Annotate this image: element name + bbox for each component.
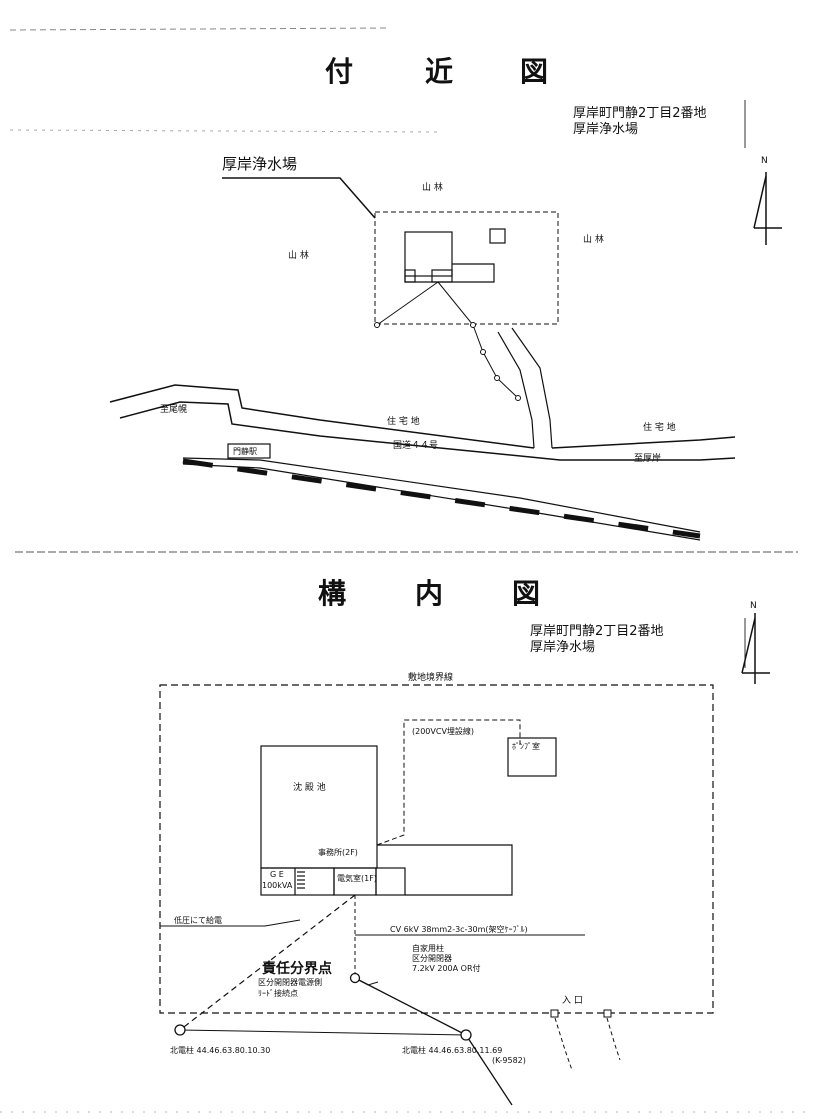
north-label-bottom: N: [750, 601, 757, 611]
pole-label-line2: 区分開閉器: [412, 954, 452, 963]
responsibility-point-label: 責任分界点: [262, 961, 332, 977]
site-boundary: [159, 684, 714, 1014]
buried-cable-label: (200VCV埋設線): [412, 727, 475, 736]
north-arrow-top-icon: [753, 172, 782, 245]
feeder-down: [465, 1034, 513, 1106]
north-arrow-bottom-icon: [741, 613, 770, 684]
bottom-title-char-3: 図: [512, 577, 541, 610]
route-44: [109, 384, 736, 461]
buried-cable-line: [376, 719, 521, 846]
facility-label: 厚岸浄水場: [222, 155, 298, 173]
main-building: [260, 745, 513, 896]
residential-label-center: 住 宅 地: [387, 417, 420, 427]
bottom-address-line1: 厚岸町門静2丁目2番地: [530, 624, 664, 639]
station-label: 門静駅: [233, 447, 257, 456]
top-address-line2: 厚岸浄水場: [573, 122, 639, 137]
top-title-char-1: 付: [325, 55, 354, 88]
forest-label-left: 山 林: [288, 251, 309, 261]
residential-label-right: 住 宅 地: [643, 423, 676, 433]
north-label-top: N: [761, 156, 768, 166]
dashed-feeder-left: [179, 894, 356, 1031]
office-label: 事務所(2F): [318, 848, 358, 857]
access-road: [497, 327, 553, 449]
responsibility-detail-line2: ﾘｰﾄﾞ接続点: [258, 989, 298, 998]
station-box: [227, 443, 271, 459]
ge-label-line2: 100kVA: [262, 881, 293, 890]
boundary-label: 敷地境界線: [408, 673, 454, 683]
hokuden-pole-right: [460, 1029, 472, 1041]
facility-leader-line: [222, 177, 376, 219]
top-title-char-2: 近: [425, 55, 454, 88]
hokuden-pole-right-id: (K-9582): [492, 1056, 526, 1065]
private-pole: [349, 972, 361, 984]
hokuden-pole-left-label: 北電柱 44.46.63.80.10.30: [170, 1046, 271, 1055]
pole-label-line3: 7.2kV 200A OR付: [412, 964, 481, 973]
direction-label-left: 至尾幌: [160, 405, 188, 415]
pump-room-label: ﾎﾟﾝﾌﾟ室: [512, 742, 540, 751]
site-boundary-top: [374, 211, 559, 325]
entrance-gate: [550, 1009, 621, 1071]
direction-label-right: 至厚岸: [634, 454, 662, 464]
low-voltage-label: 低圧にて給電: [174, 916, 222, 925]
pole-label-line1: 自家用柱: [412, 944, 444, 953]
scan-artifact-line: [9, 27, 391, 31]
bottom-address-line2: 厚岸浄水場: [530, 640, 596, 655]
bottom-title-char-1: 構: [318, 577, 347, 610]
top-title-char-3: 図: [520, 55, 549, 88]
route-label: 国道４４号: [393, 441, 439, 451]
top-address-line1: 厚岸町門静2丁目2番地: [573, 106, 707, 121]
entrance-label: 入 口: [562, 996, 583, 1006]
hokuden-pole-right-label: 北電柱 44.46.63.80.11.69: [402, 1046, 503, 1055]
feeder-diagonal: [354, 977, 467, 1036]
leader-low-voltage: [160, 919, 301, 927]
electric-room-label: 電気室(1F): [337, 874, 377, 883]
feeder-bottom: [179, 1029, 467, 1036]
scan-artifact-line: [9, 129, 441, 133]
pump-room: [507, 737, 557, 777]
sedimentation-label: 沈 殿 池: [293, 783, 326, 793]
bottom-title-char-2: 内: [415, 577, 444, 610]
cable-spec-label: CV 6kV 38mm2-3c-30m(架空ｹｰﾌﾞﾙ): [390, 925, 528, 934]
railway: [182, 457, 701, 541]
power-line-top: [374, 281, 521, 401]
hokuden-pole-left: [174, 1024, 186, 1036]
forest-label-right: 山 林: [583, 235, 604, 245]
forest-label-top: 山 林: [422, 183, 443, 193]
responsibility-detail-line1: 区分開閉器電源側: [258, 978, 322, 987]
ge-label-line1: G E: [270, 870, 284, 879]
facility-buildings: [404, 228, 506, 283]
